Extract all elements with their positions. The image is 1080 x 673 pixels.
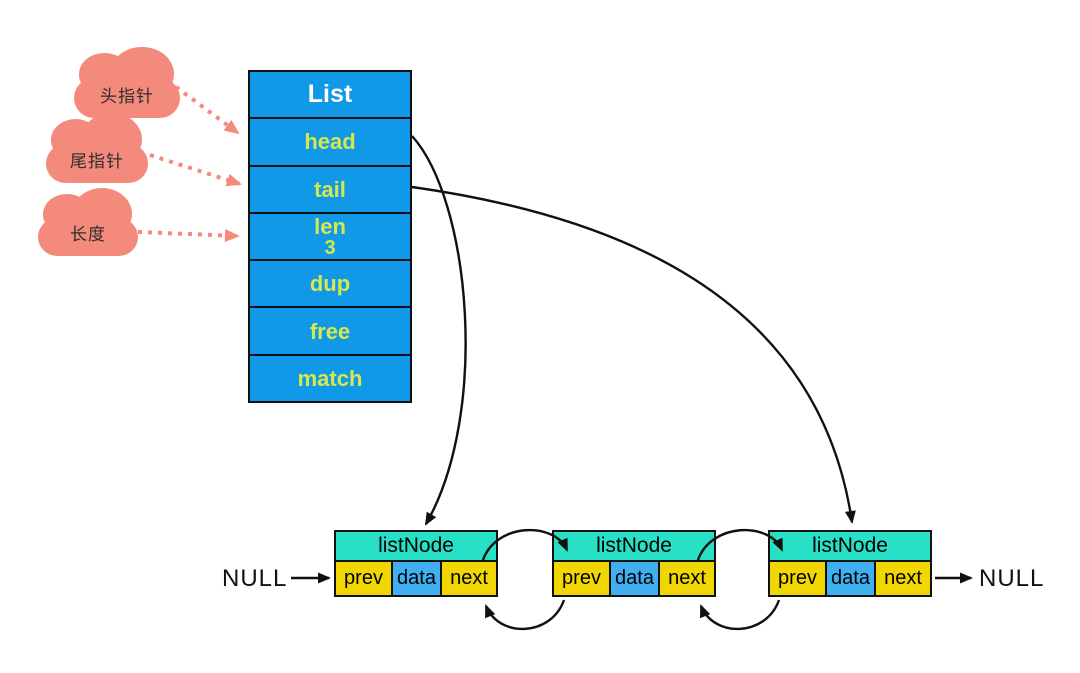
list-node-1-header: listNode: [334, 530, 498, 562]
data-cell: data: [825, 562, 876, 595]
field-len-value: 3: [324, 236, 336, 259]
field-len-label: len: [314, 213, 346, 239]
length-annotation-arrow: [137, 228, 240, 242]
field-head-label: head: [304, 129, 356, 155]
list-title: List: [307, 80, 353, 109]
list-node-2-header: listNode: [552, 530, 716, 562]
head-to-node1-arrow: [411, 135, 467, 526]
list-struct-table: List head tail len 3 dup free match: [248, 70, 412, 403]
next-cell: next: [442, 562, 496, 595]
data-cell: data: [609, 562, 660, 595]
head-pointer-annotation-arrow: [174, 85, 240, 135]
null-label-left: NULL: [222, 565, 288, 592]
field-match-label: match: [297, 365, 363, 391]
tail-pointer-annotation-arrow: [149, 153, 242, 187]
field-row-match: match: [250, 353, 410, 401]
list-node-1: listNode prev data next: [334, 530, 498, 597]
list-node-3-header: listNode: [768, 530, 932, 562]
field-row-head: head: [250, 117, 410, 164]
list-node-3: listNode prev data next: [768, 530, 932, 597]
field-tail-label: tail: [314, 176, 346, 202]
prev-cell: prev: [770, 562, 825, 595]
node2-prev-to-node1-arrow: [484, 599, 566, 631]
list-node-1-cells: prev data next: [334, 562, 498, 597]
next-cell: next: [660, 562, 714, 595]
field-free-label: free: [309, 318, 351, 344]
field-row-tail: tail: [250, 164, 410, 212]
cloud-head-pointer: 头指针: [74, 46, 180, 118]
field-dup-label: dup: [309, 271, 351, 297]
field-row-len: len 3: [250, 211, 410, 259]
list-title-row: List: [250, 72, 410, 117]
tail-to-node3-arrow: [411, 185, 856, 524]
cloud-tail-pointer-label: 尾指针: [70, 151, 124, 171]
next-cell: next: [876, 562, 930, 595]
field-row-dup: dup: [250, 259, 410, 306]
cloud-tail-pointer: 尾指针: [46, 112, 148, 183]
node3-prev-to-node2-arrow: [699, 599, 781, 631]
list-node-2-cells: prev data next: [552, 562, 716, 597]
cloud-length-label: 长度: [70, 225, 106, 245]
list-node-2: listNode prev data next: [552, 530, 716, 597]
prev-cell: prev: [336, 562, 391, 595]
prev-cell: prev: [554, 562, 609, 595]
cloud-head-pointer-label: 头指针: [100, 86, 154, 106]
field-row-free: free: [250, 306, 410, 353]
list-node-3-cells: prev data next: [768, 562, 932, 597]
data-cell: data: [391, 562, 442, 595]
cloud-length: 长度: [38, 187, 138, 256]
null-label-right: NULL: [979, 565, 1045, 592]
